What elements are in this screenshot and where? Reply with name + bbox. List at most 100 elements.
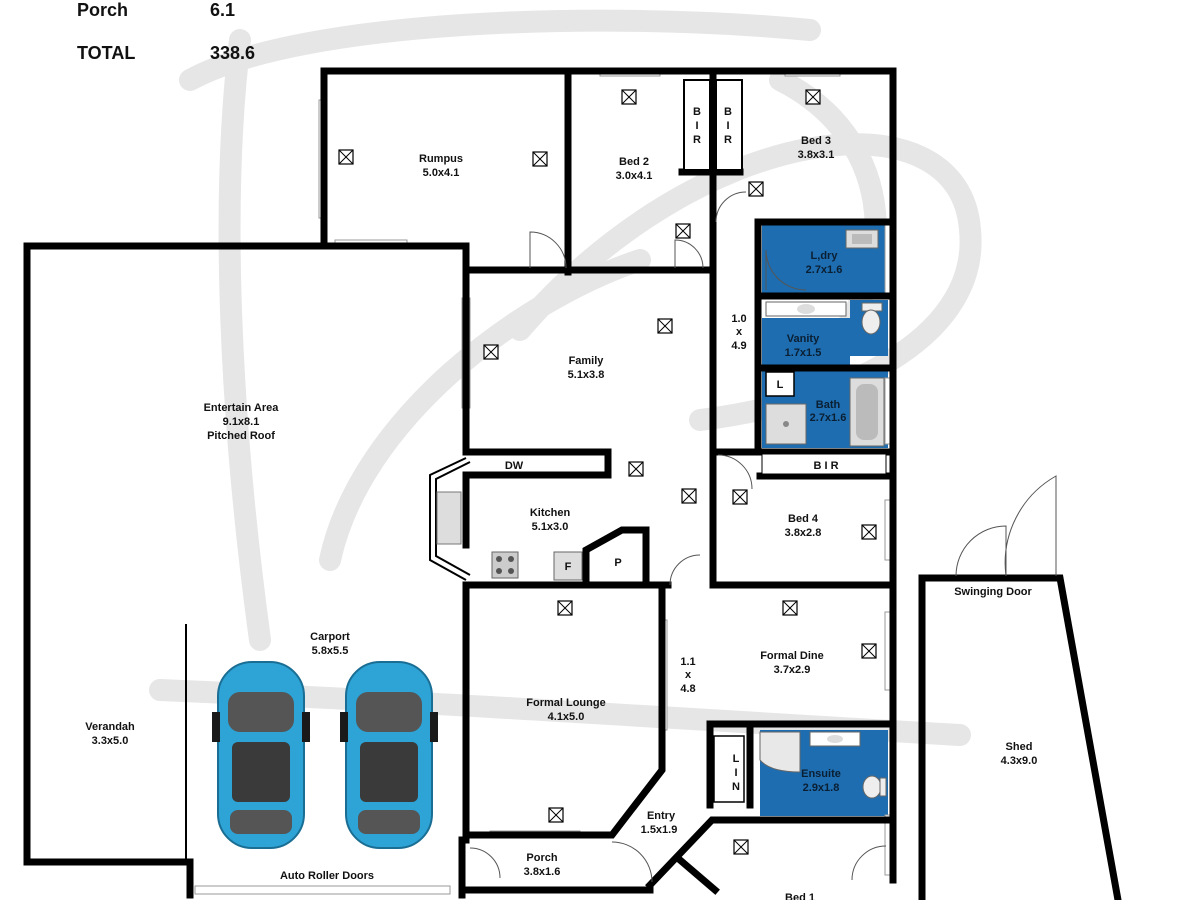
formal-dine-size: 3.7x2.9 <box>774 664 811 676</box>
light-icon <box>548 807 564 823</box>
walls <box>23 67 1122 900</box>
light-icon <box>532 151 548 167</box>
light-icon <box>748 181 764 197</box>
bir2-letter-i: I <box>726 120 729 132</box>
bed1-name: Bed 1 <box>785 892 815 900</box>
entertain-size: 9.1x8.1 <box>223 416 260 428</box>
family-name: Family <box>569 355 605 367</box>
light-icon <box>861 524 877 540</box>
ensuite-shower-icon <box>759 731 801 773</box>
formal-dine-name: Formal Dine <box>760 650 824 662</box>
ensuite-basin-icon <box>809 731 861 747</box>
linen-label: L <box>777 379 784 391</box>
lin-letter-n: N <box>732 781 740 793</box>
shed-size: 4.3x9.0 <box>1001 755 1038 767</box>
fridge-box <box>553 551 583 581</box>
bed4-name: Bed 4 <box>788 513 819 525</box>
vanity-basin-icon <box>765 301 847 317</box>
shower-icon <box>765 403 807 445</box>
summary-porch-value: 6.1 <box>210 0 235 20</box>
verandah-size: 3.3x5.0 <box>92 735 129 747</box>
light-icon <box>733 839 749 855</box>
summary-total-value: 338.6 <box>210 43 255 63</box>
carport-size: 5.8x5.5 <box>312 645 349 657</box>
entry-name: Entry <box>647 810 676 822</box>
light-icon <box>861 643 877 659</box>
kitchen-sink-icon <box>436 491 462 545</box>
kitchen-bay-window <box>429 457 471 581</box>
bir3-label: B I R <box>813 460 838 472</box>
light-icon <box>657 318 673 334</box>
built-in-robes: B I R B I R B I R L I N L <box>683 79 887 803</box>
kitchen-fixtures: DW F P <box>491 460 622 581</box>
light-icon <box>557 600 573 616</box>
kitchen-size: 5.1x3.0 <box>532 521 569 533</box>
ensuite-name: Ensuite <box>801 768 841 780</box>
hall1-width: 1.0 <box>731 313 746 325</box>
vanity-size: 1.7x1.5 <box>785 347 822 359</box>
car-icon <box>340 661 438 849</box>
bed4-size: 3.8x2.8 <box>785 527 822 539</box>
hall2-width: 1.1 <box>680 656 695 668</box>
car-icon <box>212 661 310 849</box>
laundry-tub <box>845 229 879 249</box>
toilet-icon <box>861 302 883 335</box>
ensuite-toilet-icon <box>862 775 887 799</box>
light-icon <box>681 488 697 504</box>
bir2-letter-b: B <box>724 106 732 118</box>
bir1-letter-i: I <box>695 120 698 132</box>
formal-lounge-name: Formal Lounge <box>526 697 605 709</box>
dishwasher-label: DW <box>505 460 524 472</box>
hall2-x: x <box>685 669 692 681</box>
light-icon <box>338 149 354 165</box>
bath-size: 2.7x1.6 <box>810 412 847 424</box>
light-icon <box>782 600 798 616</box>
laundry-size: 2.7x1.6 <box>806 264 843 276</box>
auto-roller-doors-label: Auto Roller Doors <box>280 870 374 882</box>
light-icon <box>621 89 637 105</box>
laundry-name: L,dry <box>811 250 839 262</box>
bir1-letter-r: R <box>693 134 701 146</box>
summary-total-label: TOTAL <box>77 43 135 63</box>
rumpus-name: Rumpus <box>419 153 463 165</box>
vanity-name: Vanity <box>787 333 820 345</box>
kitchen-name: Kitchen <box>530 507 571 519</box>
shed-name: Shed <box>1006 741 1033 753</box>
bir2-letter-r: R <box>724 134 732 146</box>
bed3-size: 3.8x3.1 <box>798 149 835 161</box>
entertain-note: Pitched Roof <box>207 430 275 442</box>
family-size: 5.1x3.8 <box>568 369 605 381</box>
entertain-name: Entertain Area <box>204 402 280 414</box>
hall1-length: 4.9 <box>731 340 746 352</box>
bed2-name: Bed 2 <box>619 156 649 168</box>
area-summary: Porch 6.1 TOTAL 338.6 <box>77 0 255 63</box>
summary-porch-label: Porch <box>77 0 128 20</box>
light-icon <box>675 223 691 239</box>
rumpus-size: 5.0x4.1 <box>423 167 460 179</box>
bed2-size: 3.0x4.1 <box>616 170 653 182</box>
lin-letter-i: I <box>734 767 737 779</box>
light-icon <box>732 489 748 505</box>
swinging-door-label: Swinging Door <box>954 586 1032 598</box>
formal-lounge-size: 4.1x5.0 <box>548 711 585 723</box>
bed3-name: Bed 3 <box>801 135 831 147</box>
entry-size: 1.5x1.9 <box>641 824 678 836</box>
carport-name: Carport <box>310 631 350 643</box>
pantry-label: P <box>614 557 621 569</box>
bathtub-icon <box>849 377 885 447</box>
light-icon <box>628 461 644 477</box>
ensuite-size: 2.9x1.8 <box>803 782 840 794</box>
porch-size: 3.8x1.6 <box>524 866 561 878</box>
light-icon <box>483 344 499 360</box>
ceiling-lights <box>338 89 877 855</box>
verandah-name: Verandah <box>85 721 135 733</box>
room-labels: Rumpus 5.0x4.1 Bed 2 3.0x4.1 Bed 3 3.8x3… <box>85 135 1037 900</box>
door-swings <box>469 191 1057 883</box>
cooktop-icon <box>491 551 519 579</box>
lin-letter-l: L <box>733 753 740 765</box>
light-icon <box>805 89 821 105</box>
vanity-fill <box>762 318 850 366</box>
porch-name: Porch <box>526 852 557 864</box>
bath-name: Bath <box>816 399 841 411</box>
